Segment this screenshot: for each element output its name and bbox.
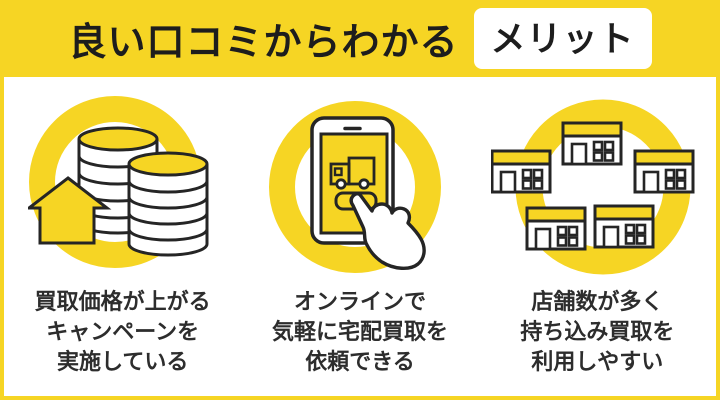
online-delivery-phone-icon [260,92,460,282]
store-icon [633,149,695,194]
store-icon [491,149,552,194]
store-icon [561,121,623,166]
benefit-caption: オンラインで 気軽に宅配買取を 依頼できる [271,289,448,374]
price-up-coins-icon [27,92,218,282]
yellow-ring [268,101,441,273]
coin-stack-front [127,151,209,257]
benefit-column-stores: 店舗数が多く 持ち込み買取を 利用しやすい [479,77,716,396]
header-band: 良い口コミからわかる メリット [0,0,720,77]
merit-badge: メリット [473,8,652,69]
store-icon [593,204,655,249]
page-title: 良い口コミからわかる [68,22,459,64]
benefit-caption: 店舗数が多く 持ち込み買取を 利用しやすい [520,289,675,374]
store-icon [525,206,587,251]
store-network-icon [491,92,703,282]
truck-icon [329,156,376,190]
benefit-column-price-up: 買取価格が上がる キャンペーンを 実施している [4,77,241,396]
benefit-caption: 買取価格が上がる キャンペーンを 実施している [34,289,211,374]
content-area: 買取価格が上がる キャンペーンを 実施している [4,77,716,396]
benefit-column-online: オンラインで 気軽に宅配買取を 依頼できる [241,77,478,396]
up-arrow-icon [27,176,112,245]
hand-cursor-icon [349,191,426,270]
